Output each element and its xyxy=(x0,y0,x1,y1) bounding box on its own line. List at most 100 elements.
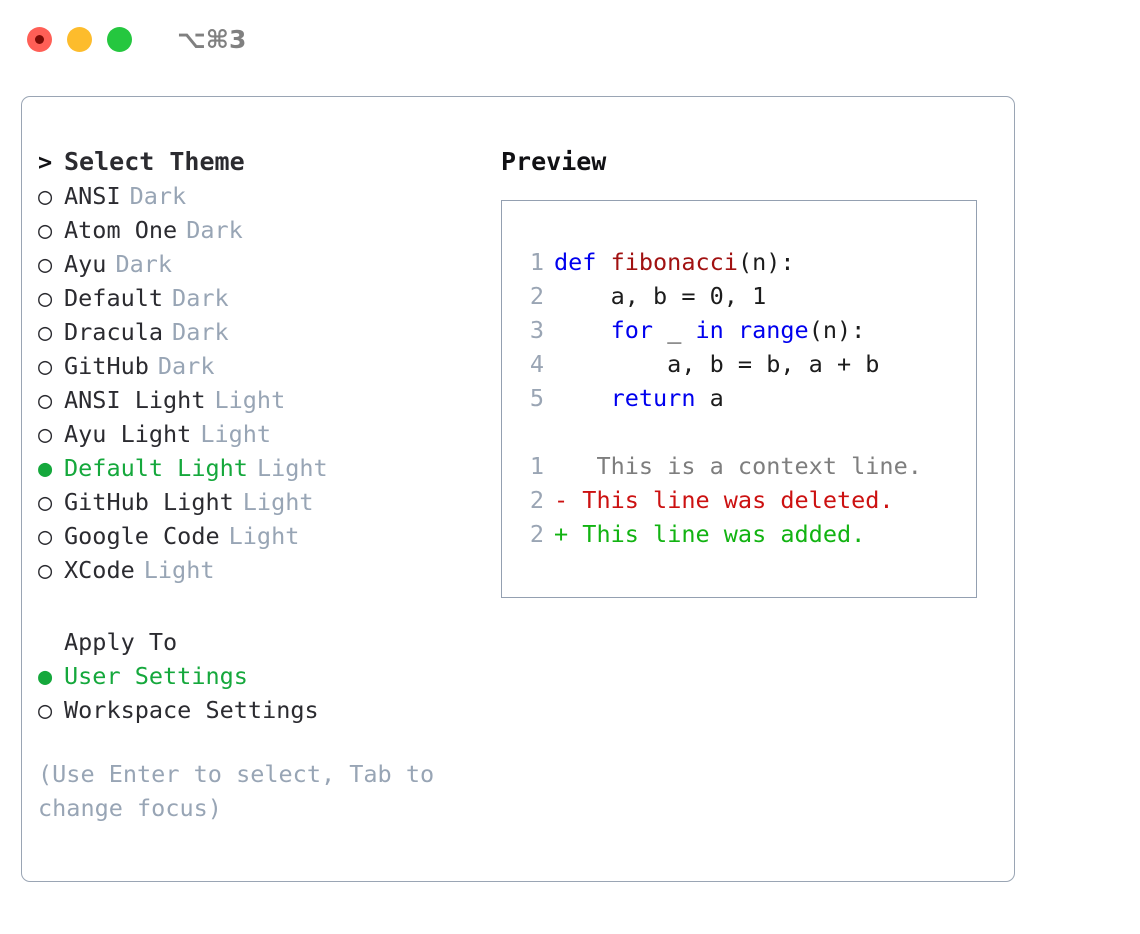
maximize-window-button[interactable] xyxy=(107,26,132,52)
theme-item-mode-badge: Light xyxy=(228,522,300,550)
code-token xyxy=(554,316,611,344)
diff-sign: + xyxy=(554,520,569,548)
apply-to-item-label: User Settings xyxy=(64,662,248,690)
diff-text: This is a context line. xyxy=(544,449,922,483)
code-token: in range xyxy=(695,316,809,344)
apply-to-item[interactable]: ○ Workspace Settings xyxy=(38,693,498,727)
minimize-window-button[interactable] xyxy=(67,26,92,52)
diff-line-text: This is a context line. xyxy=(568,452,922,480)
theme-list-item[interactable]: ○ Default Dark xyxy=(38,281,498,315)
code-token: (n): xyxy=(737,248,795,276)
theme-item-mode-badge: Dark xyxy=(157,352,215,380)
radio-unselected-icon: ○ xyxy=(38,556,53,584)
apply-to-list: ● User Settings ○ Workspace Settings xyxy=(38,659,498,727)
theme-item-mode-badge: Dark xyxy=(172,284,229,312)
window-controls xyxy=(27,26,132,52)
radio-unselected-icon: ○ xyxy=(38,696,53,724)
code-line: 2 a, b = 0, 1 xyxy=(502,279,976,313)
line-number: 1 xyxy=(529,248,544,276)
theme-list-header-label: Select Theme xyxy=(64,147,245,176)
diff-sample: 1 This is a context line.2- This line wa… xyxy=(502,449,976,551)
keyboard-hint-text: (Use Enter to select, Tab to change focu… xyxy=(38,760,449,822)
code-token: fibonacci xyxy=(610,248,738,276)
theme-item-label: ANSI Light xyxy=(64,386,206,414)
code-text: a, b = b, a + b xyxy=(544,347,879,381)
code-token: a, b = b, a + b xyxy=(554,350,880,378)
radio-unselected-icon: ○ xyxy=(38,216,53,244)
title-bar: ⌥⌘3 xyxy=(0,0,1140,78)
theme-item-label: Default xyxy=(64,284,164,312)
theme-item-label: GitHub xyxy=(64,352,149,380)
list-spacer xyxy=(38,587,498,625)
code-token: def xyxy=(554,248,611,276)
line-number: 2 xyxy=(529,520,544,548)
radio-selected-icon: ● xyxy=(38,454,53,482)
theme-item-label: Default Light xyxy=(64,454,248,482)
diff-sign: - xyxy=(554,486,569,514)
theme-item-label: XCode xyxy=(64,556,135,584)
line-number: 4 xyxy=(529,350,544,378)
code-token: return xyxy=(610,384,696,412)
radio-unselected-icon: ○ xyxy=(38,284,53,312)
diff-line: 1 This is a context line. xyxy=(502,449,976,483)
theme-list-header: > Select Theme xyxy=(38,145,498,179)
code-text: a, b = 0, 1 xyxy=(544,279,767,313)
line-number: 2 xyxy=(529,486,544,514)
theme-list-item[interactable]: ○ Atom One Dark xyxy=(38,213,498,247)
apply-to-item[interactable]: ● User Settings xyxy=(38,659,498,693)
theme-item-label: Dracula xyxy=(64,318,164,346)
radio-unselected-icon: ○ xyxy=(38,318,53,346)
preview-title: Preview xyxy=(501,147,607,176)
line-number: 1 xyxy=(529,452,544,480)
diff-sign xyxy=(554,452,568,480)
code-text: def fibonacci(n): xyxy=(544,245,795,279)
theme-item-label: GitHub Light xyxy=(64,488,234,516)
code-token: for xyxy=(610,316,654,344)
apply-to-item-label: Workspace Settings xyxy=(64,696,319,724)
diff-line: 2- This line was deleted. xyxy=(502,483,976,517)
theme-list-item[interactable]: ○ XCode Light xyxy=(38,553,498,587)
code-token: a xyxy=(695,384,724,412)
code-token: a, b = 0, 1 xyxy=(554,282,767,310)
radio-unselected-icon: ○ xyxy=(38,420,53,448)
theme-item-mode-badge: Dark xyxy=(129,182,187,210)
diff-text: + This line was added. xyxy=(544,517,865,551)
radio-unselected-icon: ○ xyxy=(38,250,53,278)
line-number: 2 xyxy=(529,282,544,310)
code-token xyxy=(554,384,611,412)
code-line: 3 for _ in range(n): xyxy=(502,313,976,347)
theme-item-mode-badge: Light xyxy=(200,420,272,448)
theme-item-label: ANSI xyxy=(64,182,121,210)
theme-item-mode-badge: Light xyxy=(214,386,286,414)
diff-line: 2+ This line was added. xyxy=(502,517,976,551)
keyboard-shortcut-label: ⌥⌘3 xyxy=(177,24,247,54)
theme-item-mode-badge: Dark xyxy=(186,216,243,244)
code-diff-separator xyxy=(502,415,976,449)
theme-item-label: Atom One xyxy=(64,216,178,244)
line-number: 5 xyxy=(529,384,544,412)
close-window-button[interactable] xyxy=(27,26,52,52)
radio-selected-icon: ● xyxy=(38,662,53,690)
theme-item-mode-badge: Dark xyxy=(115,250,173,278)
code-line: 4 a, b = b, a + b xyxy=(502,347,976,381)
prompt-caret-icon: > xyxy=(38,148,53,176)
theme-item-label: Google Code xyxy=(64,522,220,550)
code-token: _ xyxy=(653,316,696,344)
diff-line-text: This line was deleted. xyxy=(568,486,894,514)
theme-item-mode-badge: Light xyxy=(143,556,215,584)
